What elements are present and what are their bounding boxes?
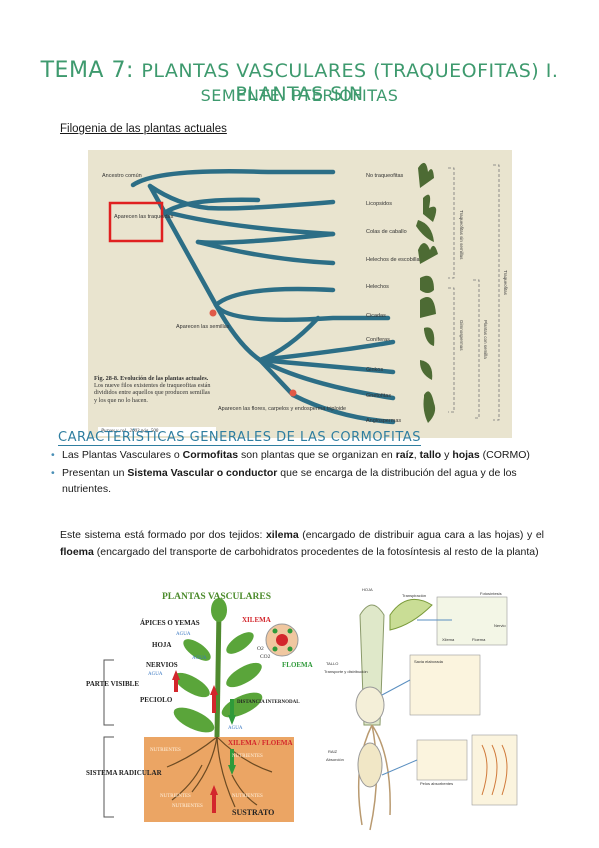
label-apices: ÁPICES O YEMAS bbox=[140, 619, 200, 627]
taxon-label: Helechos bbox=[366, 284, 389, 290]
transport-label-raiz: RAIZ bbox=[328, 749, 338, 754]
transport-label-transporte: Transporte y distribución bbox=[324, 669, 368, 674]
page-title-line1: TEMA 7: PLANTAS VASCULARES (TRAQUEOFITAS… bbox=[0, 58, 599, 105]
bullet-text: (CORMO) bbox=[479, 449, 530, 461]
bullet-text: Las Plantas Vasculares o bbox=[62, 449, 183, 461]
body-paragraph: Este sistema está formado por dos tejido… bbox=[60, 527, 544, 561]
bullet-cormofitas: Las Plantas Vasculares o Cormofitas son … bbox=[51, 447, 542, 463]
bullet-bold: raíz bbox=[395, 449, 414, 461]
label-nutrientes-4: NUTRIENTES bbox=[232, 794, 263, 799]
phylogeny-tree: Ancestro común Aparecen las traqueidas A… bbox=[102, 162, 508, 425]
section-heading-text: CARACTERÍSTICAS GENERALES DE LAS CORMOFI… bbox=[58, 430, 421, 445]
bullet-text: , bbox=[413, 449, 420, 461]
bullet-text: que se encarga de la distribución del ag… bbox=[62, 467, 517, 495]
label-peciolo: PECIOLO bbox=[140, 696, 173, 704]
page-title-prefix: TEMA 7: bbox=[40, 58, 142, 83]
bullet-bold: Sistema Vascular o conductor bbox=[127, 467, 278, 479]
label-nutrientes-2: NUTRIENTES bbox=[232, 754, 263, 759]
transport-label-nervio: Nervio bbox=[494, 623, 506, 628]
root-label: Ancestro común bbox=[102, 173, 142, 179]
label-hoja: HOJA bbox=[152, 641, 171, 649]
bullet-bold: Cormofitas bbox=[182, 449, 239, 461]
bracket-label-4: Traqueofitas bbox=[503, 270, 508, 296]
bullet-bold: tallo bbox=[419, 449, 442, 461]
taxon-label: Ginkos bbox=[366, 367, 383, 373]
para-bold: floema bbox=[60, 546, 94, 558]
transport-illustration: HOJA Transpiración TALLO Transporte y di… bbox=[324, 587, 518, 831]
page-title-rest: PLANTAS VASCULARES (TRAQUEOFITAS) I. PLA… bbox=[141, 60, 559, 105]
bullet-text: son plantas que se organizan en bbox=[238, 449, 396, 461]
phylogeny-subtitle: Filogenia de las plantas actuales bbox=[60, 123, 227, 135]
label-agua-1: AGUA bbox=[176, 632, 191, 637]
label-nutrientes-5: NUTRIENTES bbox=[172, 804, 203, 809]
bullet-text: Presentan un bbox=[62, 467, 128, 479]
bullet-bold: hojas bbox=[452, 449, 480, 461]
transport-label-tallo: TALLO bbox=[326, 661, 338, 666]
page-title-line2: SEMENTE. PTERIOFITAS bbox=[200, 86, 399, 105]
phylogeny-figure: Ancestro común Aparecen las traqueidas A… bbox=[88, 150, 512, 438]
taxon-label: Angiospermas bbox=[366, 418, 401, 424]
label-agua-4: AGUA bbox=[228, 726, 243, 731]
taxon-label: No traqueofitas bbox=[366, 173, 404, 179]
plant-diagram: PLANTAS VASCULARES ÁPICES O YEMAS HOJA N… bbox=[82, 585, 322, 825]
section-heading: CARACTERÍSTICAS GENERALES DE LAS CORMOFI… bbox=[58, 430, 421, 446]
transport-label-savia: Savia elaborada bbox=[414, 659, 444, 664]
caption-bold: Fig. 28-8. Evolución de las plantas actu… bbox=[94, 375, 209, 382]
taxon-label: Coníferas bbox=[366, 337, 390, 343]
caption-text: Los nueve filos existentes de traqueofit… bbox=[94, 382, 211, 404]
taxon-label: Licopsidos bbox=[366, 201, 392, 207]
plant-illustration: PLANTAS VASCULARES ÁPICES O YEMAS HOJA N… bbox=[86, 592, 313, 822]
transport-label-floema: Floema bbox=[472, 637, 486, 642]
plant-diagram-title: PLANTAS VASCULARES bbox=[162, 592, 271, 602]
transport-label-pelos: Pelos absorbentes bbox=[420, 781, 453, 786]
bullet-text: y bbox=[441, 449, 453, 461]
transport-label-transpiracion: Transpiración bbox=[402, 593, 426, 598]
label-xilema-floema: XILEMA / FLOEMA bbox=[228, 739, 293, 747]
taxon-label: Colas de caballo bbox=[366, 229, 407, 235]
label-co2: CO2 bbox=[260, 654, 271, 660]
label-parte-visible: PARTE VISIBLE bbox=[86, 680, 139, 688]
label-sistema-radicular: SISTEMA RADICULAR bbox=[86, 769, 163, 777]
para-text: (encargado de distribuir agua cara a las… bbox=[298, 529, 544, 541]
label-agua-2: AGUA bbox=[192, 656, 207, 661]
bracket-label-3: Plantas con semilla bbox=[483, 320, 488, 359]
label-nutrientes-1: NUTRIENTES bbox=[150, 748, 181, 753]
flowers-label: Aparecen las flores, carpelos y endosper… bbox=[218, 406, 346, 412]
taxon-label: Helechos de escobilla bbox=[366, 257, 420, 263]
label-xilema: XILEMA bbox=[242, 616, 271, 624]
label-agua-3: AGUA bbox=[148, 672, 163, 677]
transport-label-fotosintesis: Fotosíntesis bbox=[480, 591, 502, 596]
figure-caption: Fig. 28-8. Evolución de las plantas actu… bbox=[94, 375, 212, 404]
seeds-label: Aparecen las semillas bbox=[176, 324, 230, 330]
label-o2: O2 bbox=[257, 646, 264, 652]
transport-diagram: HOJA Transpiración TALLO Transporte y di… bbox=[322, 585, 522, 835]
label-nutrientes-3: NUTRIENTES bbox=[160, 794, 191, 799]
para-text: Este sistema está formado por dos tejido… bbox=[60, 529, 266, 541]
bullet-sistema-vascular: Presentan un Sistema Vascular o conducto… bbox=[51, 465, 542, 497]
transport-label-absorcion: Absorción bbox=[326, 757, 344, 762]
boxed-label: Aparecen las traqueidas bbox=[114, 214, 174, 220]
taxon-label: Cicadas bbox=[366, 313, 386, 319]
label-floema: FLOEMA bbox=[282, 661, 313, 669]
transport-label-xilema: Xilema bbox=[442, 637, 455, 642]
bracket-label-1: Traqueofitas sin semillas bbox=[459, 210, 464, 260]
label-nervios: NERVIOS bbox=[146, 661, 178, 669]
transport-label-hoja: HOJA bbox=[362, 587, 373, 592]
para-bold: xilema bbox=[265, 529, 299, 541]
para-text: (encargado del transporte de carbohidrat… bbox=[93, 546, 539, 558]
label-distancia: DISTANCIA INTERNODAL bbox=[237, 700, 300, 705]
figure-credit: Purves y col., 2003 pág. 500 bbox=[98, 427, 216, 436]
label-sustrato: SUSTRATO bbox=[232, 808, 274, 817]
bracket-label-2: Gimnospermas bbox=[459, 320, 464, 351]
taxon-label: Gnetofitas bbox=[366, 393, 391, 399]
